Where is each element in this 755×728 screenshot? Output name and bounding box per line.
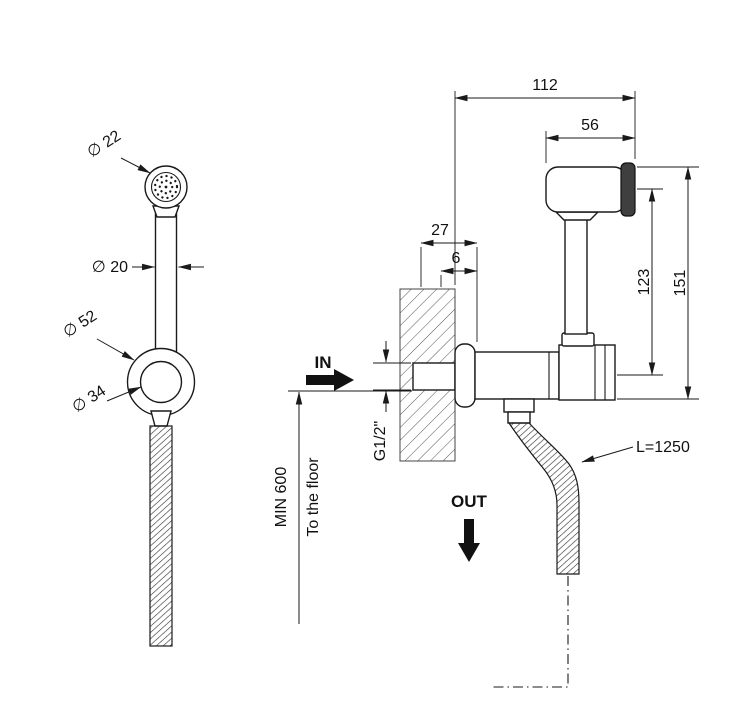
valve-body bbox=[474, 351, 560, 400]
dia22-leader bbox=[120, 157, 151, 174]
right-view-installation bbox=[399, 162, 636, 688]
dim151-label: 151 bbox=[672, 270, 689, 297]
dia22-label: ∅ 22 bbox=[84, 127, 124, 161]
handshower-neck-side bbox=[554, 211, 600, 221]
inlet-arrow-head bbox=[334, 369, 354, 391]
dim123-label: 123 bbox=[636, 269, 653, 296]
left-view-hand-shower bbox=[126, 165, 196, 647]
dim56-label: 56 bbox=[581, 117, 599, 134]
dia20-label: ∅ 20 bbox=[92, 259, 128, 276]
flexible-hose-right bbox=[507, 422, 580, 575]
inlet-arrow-shaft bbox=[306, 375, 334, 385]
outlet-nut-lower bbox=[507, 411, 531, 424]
holder-block bbox=[558, 344, 616, 401]
spray-nozzle-center bbox=[164, 185, 168, 189]
handshower-handle bbox=[154, 213, 178, 356]
outlet-arrow-shaft bbox=[464, 519, 474, 543]
dia34-leader bbox=[106, 386, 142, 402]
thread-label: G1/2" bbox=[372, 421, 389, 461]
to-floor-label: To the floor bbox=[305, 457, 322, 537]
dim27-label: 27 bbox=[431, 222, 449, 239]
hose-length-leader bbox=[581, 446, 634, 463]
bracket-inner-ring bbox=[139, 360, 183, 404]
outlet-arrow-head bbox=[458, 543, 480, 562]
spray-nozzle-ring-inner bbox=[158, 179, 174, 195]
hose-continuation-dashdot bbox=[493, 576, 569, 688]
handshower-head-side bbox=[545, 166, 627, 213]
inlet-stub bbox=[412, 362, 456, 391]
outlet-nut-upper bbox=[503, 398, 535, 413]
right-view-dimensions: 112 56 27 6 G1/2" MIN 600 To the floor I… bbox=[273, 77, 699, 624]
wall-flange bbox=[454, 343, 476, 408]
spray-face-side bbox=[620, 162, 636, 217]
spray-nozzle-ring-outer bbox=[153, 174, 179, 200]
flexible-hose-left bbox=[149, 425, 173, 647]
outlet-label: OUT bbox=[451, 492, 488, 511]
hose-exit-cone bbox=[150, 410, 172, 427]
handle-collar bbox=[561, 332, 595, 347]
dim112-label: 112 bbox=[532, 77, 558, 94]
dia52-label: ∅ 52 bbox=[60, 307, 100, 341]
inlet-label: IN bbox=[315, 353, 332, 372]
spray-face-outline bbox=[150, 171, 182, 203]
dim6-label: 6 bbox=[452, 250, 461, 267]
min600-label: MIN 600 bbox=[273, 467, 290, 528]
dia34-label: ∅ 34 bbox=[69, 382, 109, 416]
dia52-leader bbox=[96, 338, 135, 361]
handshower-handle-side bbox=[564, 213, 588, 335]
hose-length-label: L=1250 bbox=[636, 439, 690, 456]
